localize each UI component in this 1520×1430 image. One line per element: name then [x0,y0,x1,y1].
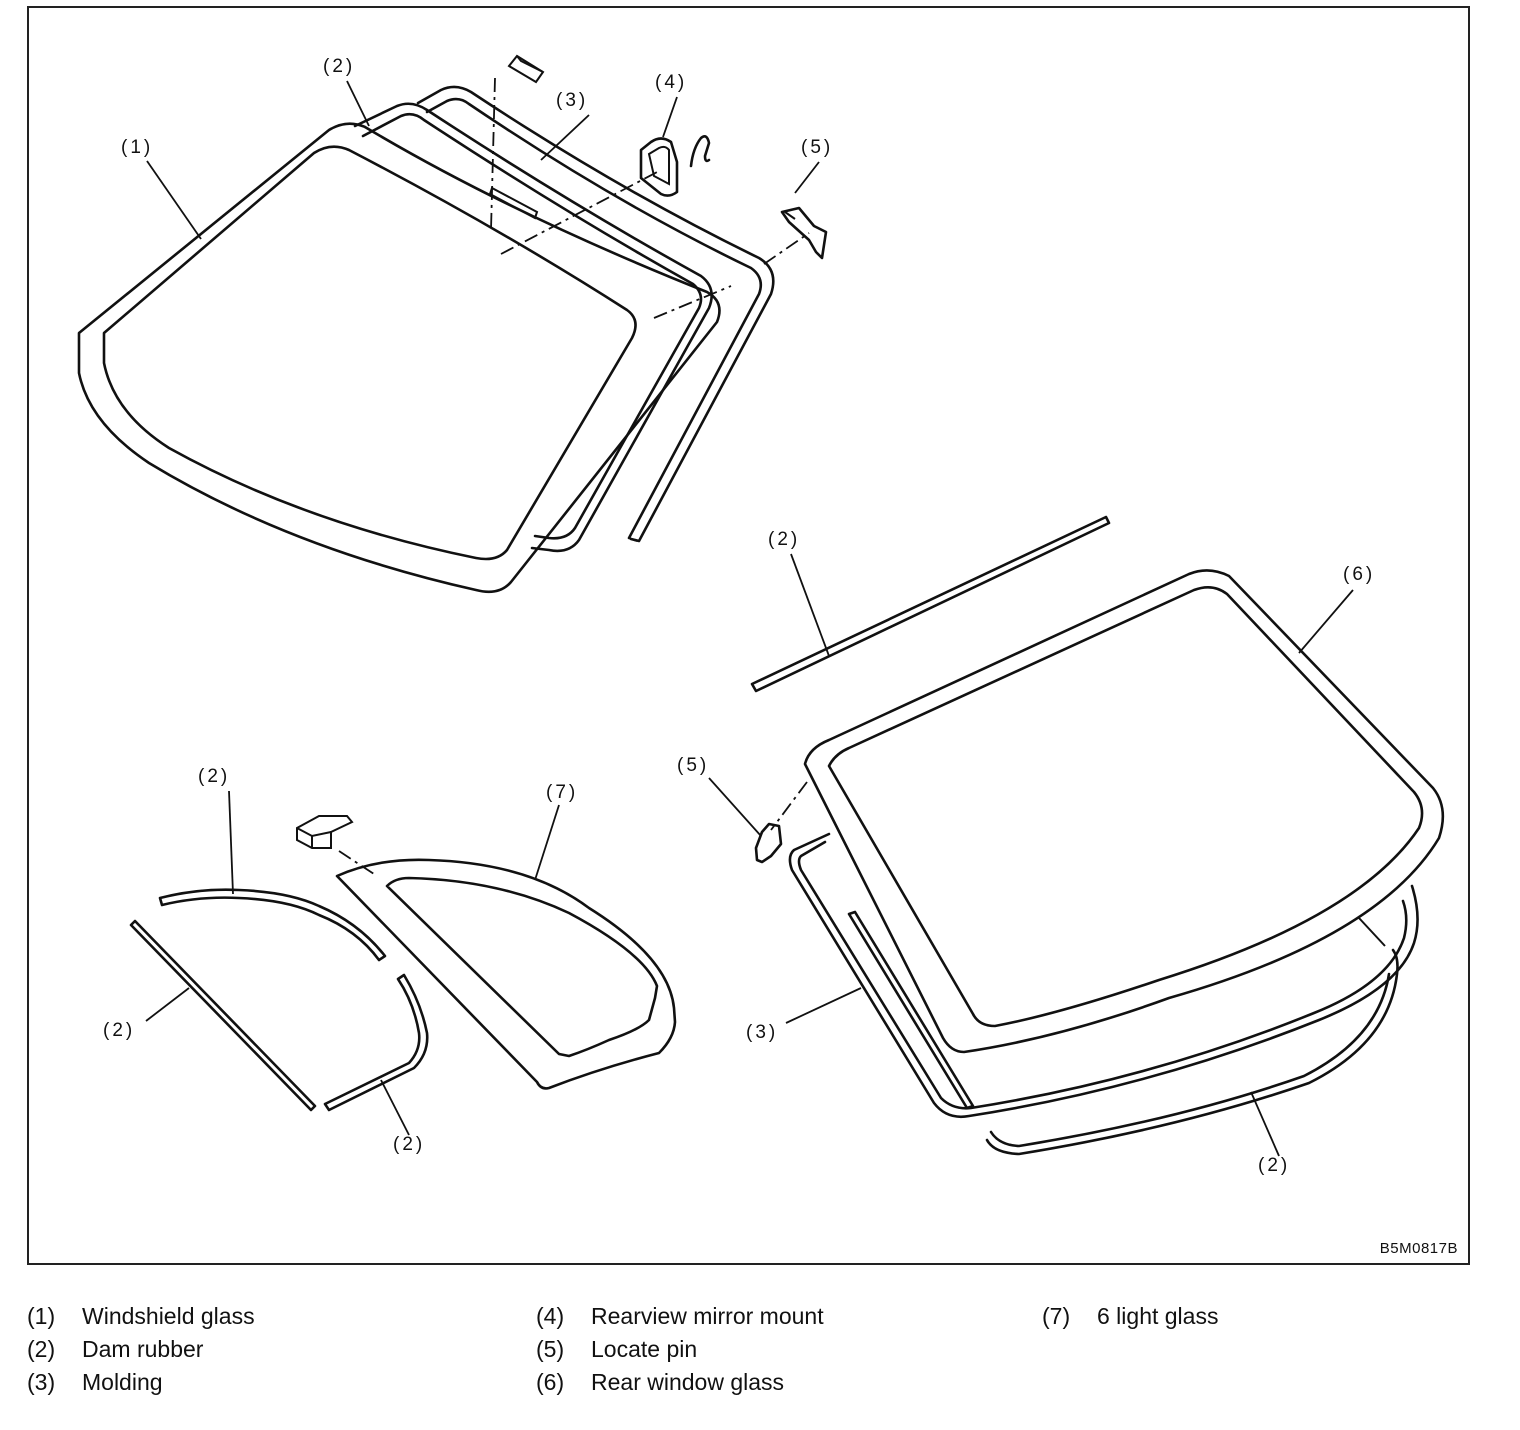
legend-label: Rearview mirror mount [591,1303,824,1329]
legend-item-locate-pin: (5) Locate pin [536,1333,824,1366]
callout-6: (6) [1343,564,1375,585]
six-light-top-clip [296,815,354,849]
legend-item-6-light-glass: (7) 6 light glass [1042,1300,1218,1333]
molding-windshield [416,85,775,543]
callout-7: (7) [546,782,578,803]
legend-column-3: (7) 6 light glass [1042,1300,1218,1333]
legend-number: (5) [536,1336,565,1362]
locate-pin-windshield [780,206,828,260]
legend-number: (6) [536,1369,565,1395]
legend-number: (2) [27,1336,56,1362]
callout-3-molding-windshield: (3) [556,90,588,111]
legend-item-rear-window-glass: (6) Rear window glass [536,1366,824,1399]
legend-label: Locate pin [591,1336,698,1362]
dam-rubber-6light-right [323,973,429,1112]
callout-2-dam-rubber-windshield: (2) [323,56,355,77]
callout-2-6light-right: (2) [393,1134,425,1155]
legend-item-molding: (3) Molding [27,1366,255,1399]
legend-item-dam-rubber: (2) Dam rubber [27,1333,255,1366]
callout-2-rear-bottom: (2) [1258,1155,1290,1176]
rear-window-glass [803,569,1445,1054]
mirror-mount-pad [507,54,545,84]
molding-rear [788,832,1419,1118]
rearview-mirror-mount [639,135,711,197]
legend-item-rearview-mirror-mount: (4) Rearview mirror mount [536,1300,824,1333]
legend-label: Rear window glass [591,1369,785,1395]
callout-2-6light-left: (2) [103,1020,135,1041]
figure-code: B5M0817B [1379,1240,1458,1257]
exploded-view-diagram: (1) (2) (3) (4) (5) (2) (6) (2) (7) (5) … [77,54,1445,1176]
callout-2-rear-top: (2) [768,529,800,550]
legend-label: 6 light glass [1097,1303,1219,1329]
callout-3-molding-rear: (3) [746,1022,778,1043]
legend-label: Dam rubber [82,1336,204,1362]
callout-4: (4) [655,72,687,93]
dam-rubber-windshield [353,102,713,553]
locate-pin-rear [754,822,783,864]
callout-2-6light-top: (2) [198,766,230,787]
windshield-inner-strip [488,186,539,220]
dam-rubber-rear-bottom [985,948,1399,1156]
legend-label: Windshield glass [82,1303,255,1329]
legend-label: Molding [82,1369,163,1395]
legend-number: (4) [536,1303,565,1329]
legend-item-windshield-glass: (1) Windshield glass [27,1300,255,1333]
legend-number: (1) [27,1303,56,1329]
legend-column-1: (1) Windshield glass (2) Dam rubber (3) … [27,1300,255,1399]
callout-1: (1) [121,137,153,158]
dam-rubber-6light-left [129,919,317,1112]
figure-frame: (1) (2) (3) (4) (5) (2) (6) (2) (7) (5) … [27,6,1470,1265]
legend-column-2: (4) Rearview mirror mount (5) Locate pin… [536,1300,824,1399]
six-light-glass [335,858,677,1090]
dam-rubber-6light-top [158,888,387,962]
legend-number: (3) [27,1369,56,1395]
callout-5-rear: (5) [677,755,709,776]
callout-5-windshield: (5) [801,137,833,158]
dam-rubber-rear-top [750,515,1111,693]
legend-number: (7) [1042,1303,1071,1329]
windshield-glass [77,122,721,594]
